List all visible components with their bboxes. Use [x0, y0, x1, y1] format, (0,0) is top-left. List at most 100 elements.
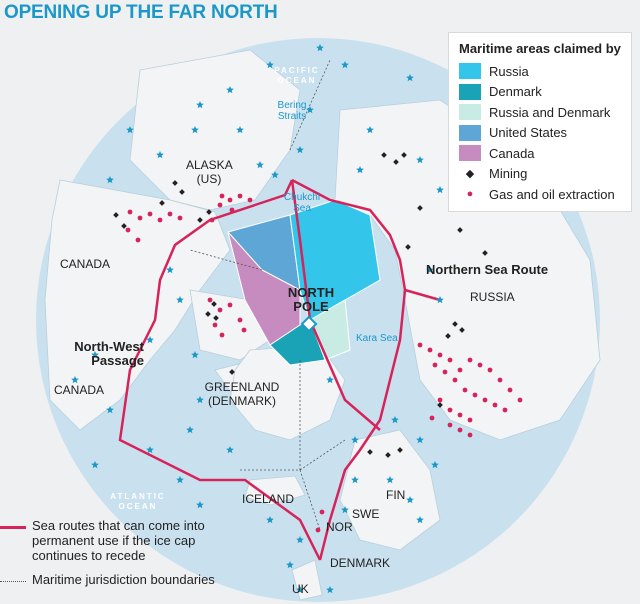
mining-site-icon — [381, 152, 387, 158]
route-legend-row: Sea routes that can come into permanent … — [0, 518, 250, 563]
mining-site-icon — [437, 402, 443, 408]
star-icon — [426, 266, 434, 274]
star-icon — [176, 476, 184, 484]
star-icon — [286, 561, 294, 569]
star-icon — [416, 516, 424, 524]
legend-label-canada: Canada — [489, 145, 535, 161]
mining-site-icon — [401, 152, 407, 158]
gas-site-icon — [319, 509, 325, 515]
gas-site-icon — [209, 217, 215, 223]
mining-site-icon — [397, 447, 403, 453]
star-icon — [191, 351, 199, 359]
mining-symbol-icon: ◆ — [465, 168, 475, 181]
gas-site-icon — [125, 227, 131, 233]
gas-markers — [125, 193, 523, 533]
mining-site-icon — [205, 311, 211, 317]
star-icon — [71, 376, 79, 384]
mining-site-icon — [197, 217, 203, 223]
star-icon — [186, 426, 194, 434]
star-icon — [236, 126, 244, 134]
gas-site-icon — [467, 432, 473, 438]
route-legend-label: Sea routes that can come into permanent … — [32, 518, 205, 563]
label-north-west-passage: North-West Passage — [74, 339, 144, 368]
legend-item-canada: Canada — [459, 143, 621, 164]
gas-site-icon — [457, 412, 463, 418]
mining-site-icon — [172, 180, 178, 186]
label-swe: SWE — [352, 507, 380, 521]
gas-site-icon — [207, 297, 213, 303]
legend-label-russia: Russia — [489, 63, 529, 79]
star-icon — [226, 86, 234, 94]
star-icon — [191, 126, 199, 134]
label-denmark: DENMARK — [330, 556, 391, 570]
mining-site-icon — [445, 333, 451, 339]
legend-item-denmark: Denmark — [459, 82, 621, 103]
gas-site-icon — [237, 317, 243, 323]
star-icon — [166, 266, 174, 274]
gas-site-icon — [429, 415, 435, 421]
star-icon — [341, 506, 349, 514]
star-icon — [406, 74, 414, 82]
gas-site-icon — [487, 367, 493, 373]
swatch-russia — [459, 63, 481, 80]
gas-site-icon — [492, 402, 498, 408]
gas-site-icon — [127, 209, 133, 215]
canada-land — [44, 179, 231, 431]
mining-site-icon — [179, 189, 185, 195]
mining-site-icon — [367, 449, 373, 455]
star-icon — [146, 446, 154, 454]
gas-site-icon — [177, 215, 183, 221]
star-icon — [416, 436, 424, 444]
star-icon — [156, 151, 164, 159]
star-icon — [431, 461, 439, 469]
route-line-icon — [0, 526, 26, 529]
gas-site-icon — [219, 193, 225, 199]
label-nor: NOR — [326, 520, 353, 534]
star-icon — [146, 336, 154, 344]
legend-item-russia: Russia — [459, 61, 621, 82]
star-icon — [106, 406, 114, 414]
star-icon — [436, 186, 444, 194]
gas-site-icon — [241, 327, 247, 333]
legend-label-russia-denmark: Russia and Denmark — [489, 104, 611, 120]
mining-site-icon — [393, 159, 399, 165]
gas-site-icon — [517, 397, 523, 403]
swatch-russia-denmark — [459, 104, 481, 121]
label-northern-sea-route: Northern Sea Route — [426, 262, 549, 277]
swatch-denmark — [459, 83, 481, 100]
boundary-legend-label: Maritime jurisdiction boundaries — [32, 572, 215, 587]
star-icon — [266, 516, 274, 524]
star-icon — [226, 446, 234, 454]
gas-site-icon — [427, 347, 433, 353]
gas-site-icon — [212, 322, 218, 328]
gas-site-icon — [237, 193, 243, 199]
mining-site-icon — [211, 301, 217, 307]
star-icon — [386, 476, 394, 484]
gas-site-icon — [315, 527, 321, 533]
swatch-canada — [459, 145, 481, 162]
star-icon — [176, 296, 184, 304]
star-icon — [271, 171, 279, 179]
scandinavia-land — [339, 429, 441, 551]
star-icon — [126, 126, 134, 134]
gas-site-icon — [467, 417, 473, 423]
gas-site-icon — [137, 215, 143, 221]
gas-site-icon — [147, 211, 153, 217]
star-icon — [391, 416, 399, 424]
star-icon — [91, 461, 99, 469]
label-alaska: ALASKA (US) — [186, 158, 233, 186]
gas-site-icon — [442, 369, 448, 375]
map-title: OPENING UP THE FAR NORTH — [4, 2, 278, 23]
mining-site-icon — [229, 369, 235, 375]
gas-site-icon — [167, 211, 173, 217]
maritime-boundaries — [189, 59, 346, 531]
star-icon — [196, 396, 204, 404]
label-canada-south: CANADA — [54, 383, 105, 397]
label-canada-north: CANADA — [60, 257, 111, 271]
legend-label-gas: Gas and oil extraction — [489, 186, 615, 202]
star-icon — [436, 296, 444, 304]
star-icon — [351, 436, 359, 444]
mining-markers — [113, 152, 488, 458]
mining-site-icon — [457, 227, 463, 233]
star-icon — [256, 161, 264, 169]
